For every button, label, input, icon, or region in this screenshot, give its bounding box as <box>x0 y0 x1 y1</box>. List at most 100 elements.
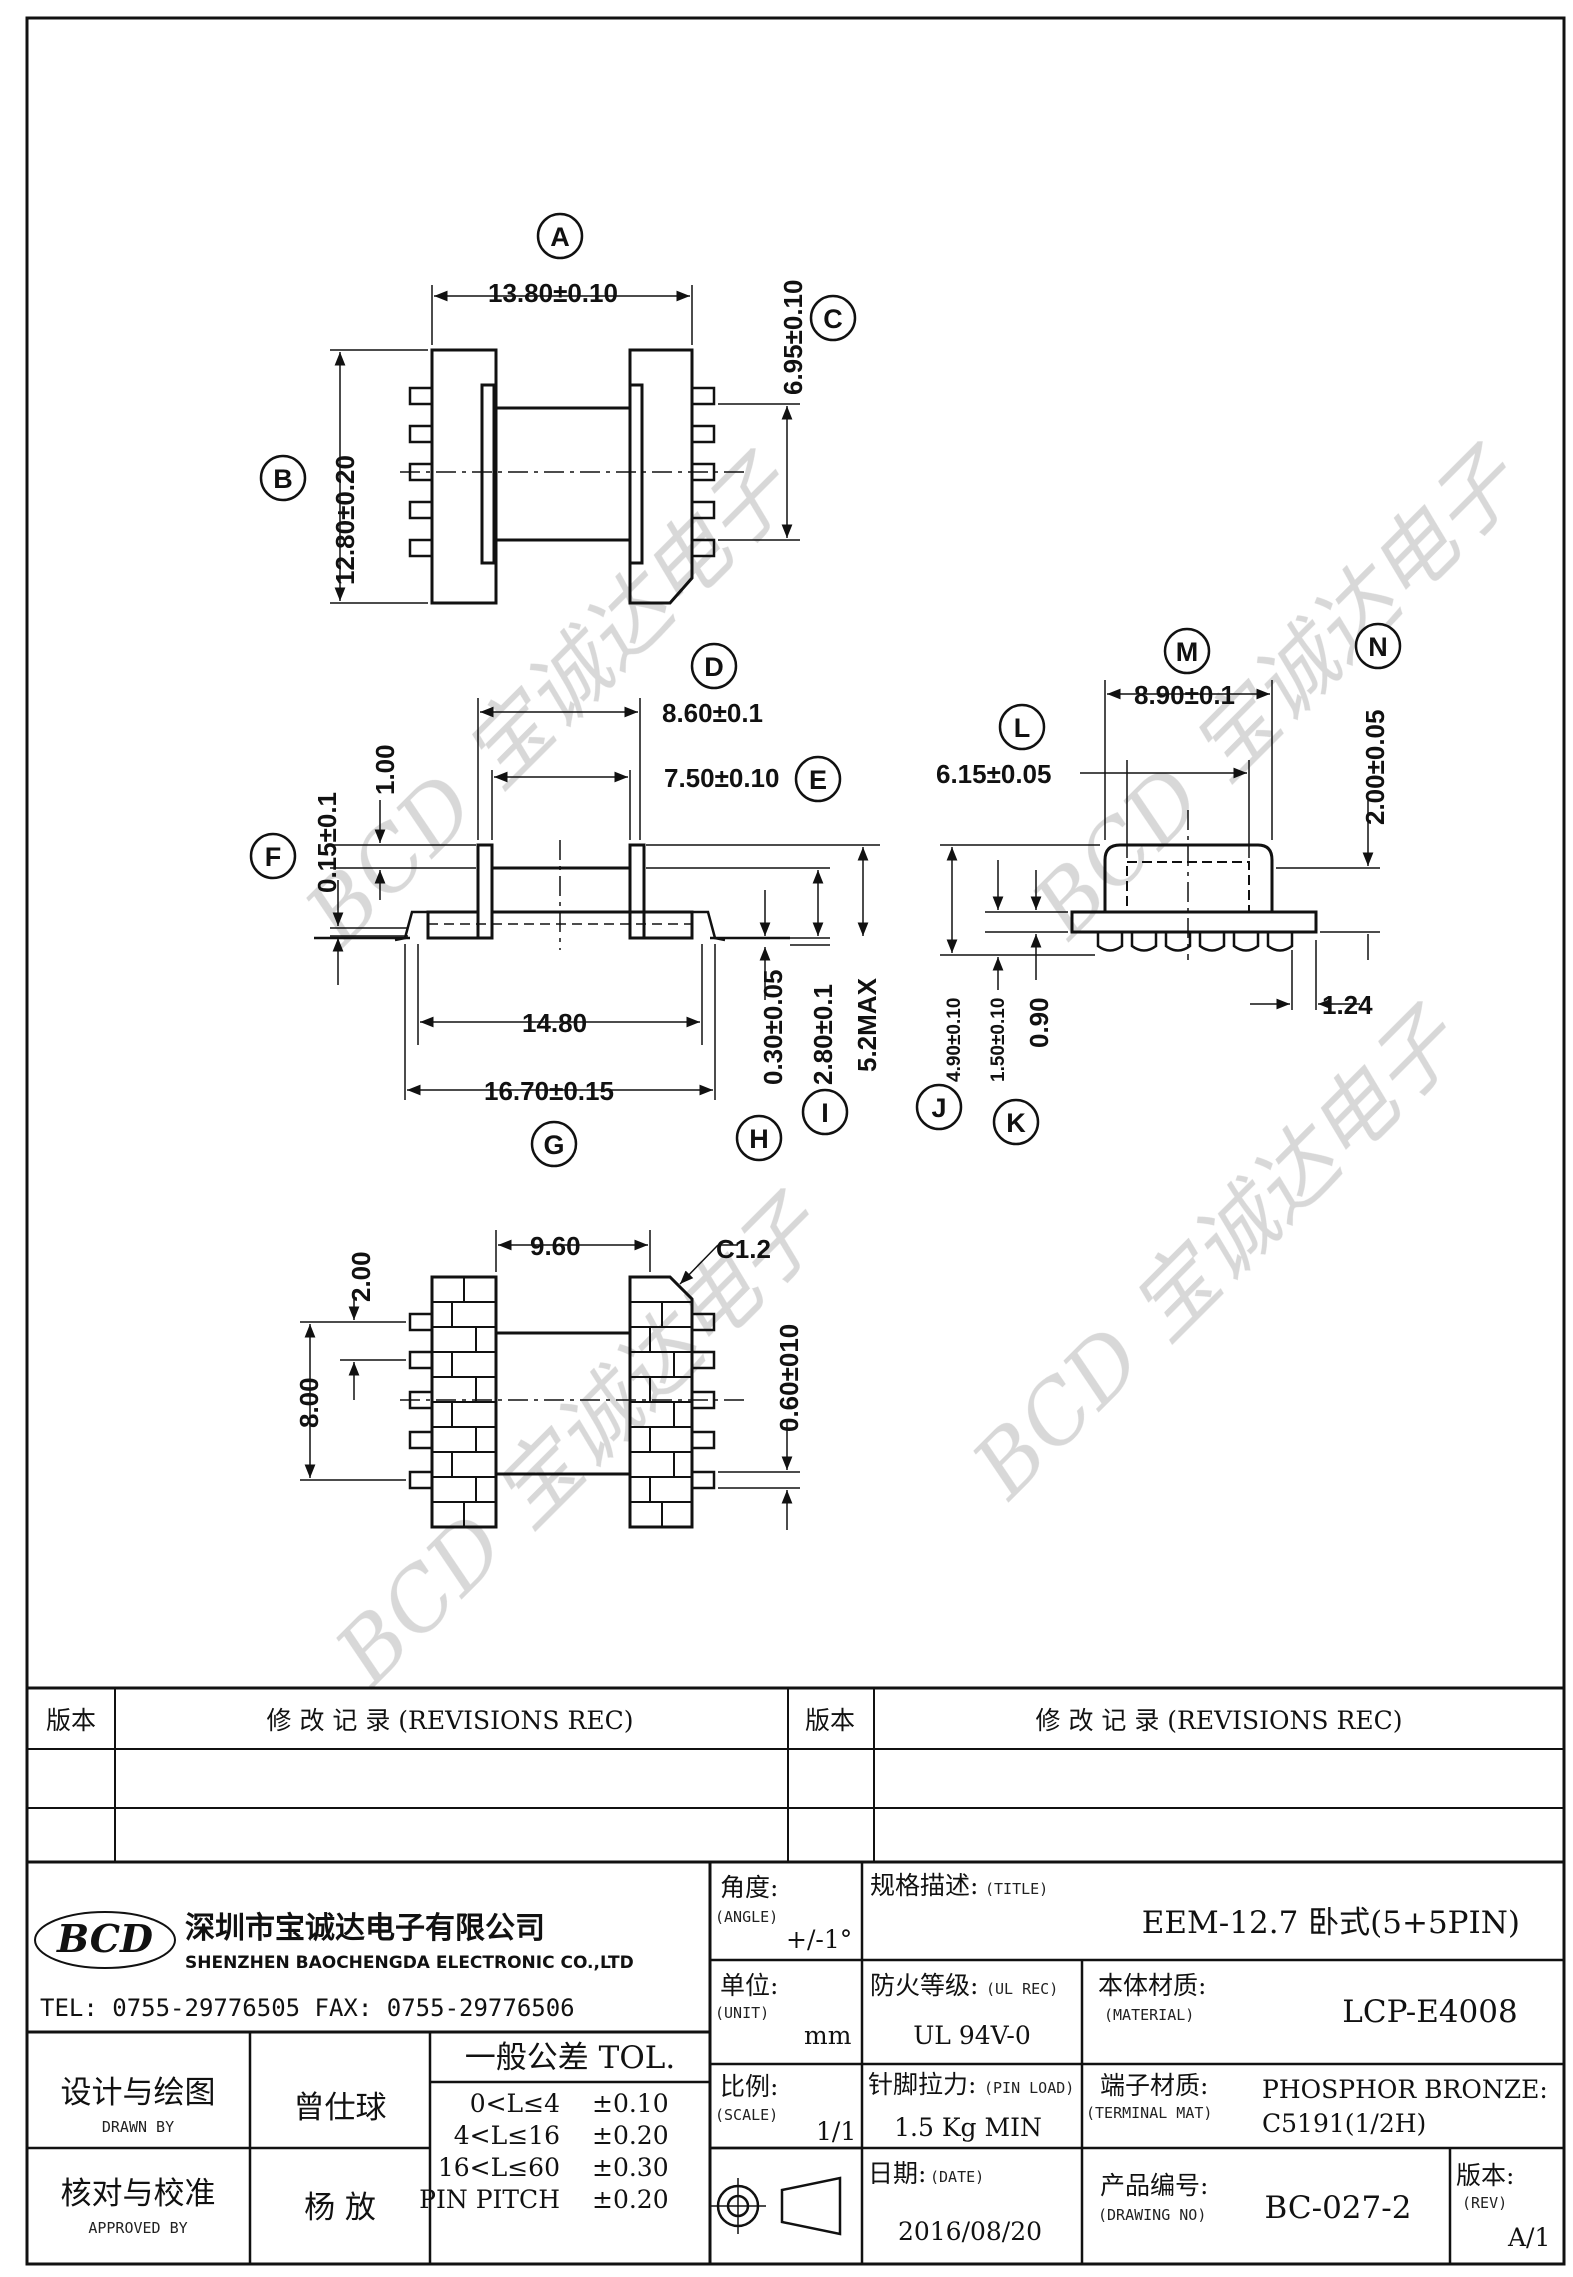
top-view <box>330 285 800 605</box>
company-name-en: SHENZHEN BAOCHENGDA ELECTRONIC CO.,LTD <box>185 1953 634 1973</box>
ul-value: UL 94V-0 <box>913 2021 1031 2050</box>
svg-text:BCD 宝诚达电子: BCD 宝诚达电子 <box>953 989 1481 1517</box>
svg-text:G: G <box>543 1130 564 1160</box>
watermark: BCD 宝诚达电子 BCD 宝诚达电子 BCD 宝诚达电子 BCD 宝诚达电子 <box>286 429 1541 1704</box>
svg-text:A: A <box>550 222 570 252</box>
label-a: A <box>536 212 584 260</box>
scale-en: (SCALE) <box>715 2106 778 2124</box>
drawing-no-en: (DRAWING NO) <box>1098 2206 1206 2224</box>
label-n: N <box>1354 622 1402 670</box>
svg-text:4<L≤16: 4<L≤16 <box>454 2121 560 2150</box>
material-en: (MATERIAL) <box>1104 2006 1194 2024</box>
dim-g: 16.70±0.15 <box>484 1076 614 1106</box>
dim-n2: 1.24 <box>1322 990 1373 1020</box>
rev-header-rec-left: 修 改 记 录 (REVISIONS REC) <box>267 1706 634 1735</box>
label-h: H <box>735 1114 783 1162</box>
terminal-value-1: PHOSPHOR BRONZE: <box>1262 2075 1548 2104</box>
svg-text:PIN PITCH: PIN PITCH <box>419 2185 560 2214</box>
drawn-label: 设计与绘图 <box>61 2075 216 2111</box>
label-m: M <box>1163 627 1211 675</box>
title-label: 规格描述: <box>870 1871 978 1900</box>
drawn-value: 曾仕球 <box>294 2090 387 2126</box>
revision-table <box>27 1686 1564 1864</box>
dim-k2: 0.90 <box>1024 997 1054 1048</box>
angle-en: (ANGLE) <box>715 1908 778 1926</box>
rev-header-ver-left: 版本 <box>46 1706 96 1735</box>
dim-h: 0.30±0.05 <box>758 970 788 1085</box>
angle-label: 角度: <box>720 1873 778 1902</box>
sheet-border <box>25 16 1566 2266</box>
svg-text:BCD: BCD <box>56 1916 153 1961</box>
unit-label: 单位: <box>720 1971 778 2000</box>
approved-value: 杨 放 <box>304 2190 376 2226</box>
pin-load-en: (PIN LOAD) <box>984 2079 1074 2097</box>
terminal-label: 端子材质: <box>1100 2071 1208 2100</box>
dim-bot-pin: 0.60±010 <box>774 1324 804 1432</box>
dim-a: 13.80±0.10 <box>488 278 618 308</box>
svg-text:E: E <box>809 765 827 795</box>
angle-value: +/-1° <box>786 1925 852 1954</box>
svg-text:±0.20: ±0.20 <box>592 2185 669 2214</box>
unit-en: (UNIT) <box>715 2004 769 2022</box>
front-view <box>314 698 880 1100</box>
dim-g-inner: 14.80 <box>522 1008 587 1038</box>
label-k: K <box>992 1098 1040 1146</box>
company-logo: BCD <box>34 1911 176 1969</box>
label-l: L <box>998 703 1046 751</box>
svg-text:±0.20: ±0.20 <box>592 2121 669 2150</box>
svg-text:I: I <box>821 1098 829 1128</box>
svg-text:M: M <box>1176 637 1199 667</box>
unit-value: mm <box>804 2021 852 2050</box>
rev-header-ver-right: 版本 <box>805 1706 855 1735</box>
date-value: 2016/08/20 <box>898 2217 1042 2246</box>
approved-en: APPROVED BY <box>88 2219 187 2237</box>
svg-text:16<L≤60: 16<L≤60 <box>438 2153 560 2182</box>
svg-text:B: B <box>273 464 293 494</box>
dim-i-max: 5.2MAX <box>852 977 882 1072</box>
drawing-no-value: BC-027-2 <box>1265 2190 1412 2226</box>
side-view <box>940 680 1380 1010</box>
dim-f: 0.15±0.1 <box>312 792 342 893</box>
svg-text:K: K <box>1006 1108 1026 1138</box>
dim-k: 1.50±0.10 <box>988 998 1009 1082</box>
ul-en: (UL REC) <box>986 1980 1058 1998</box>
svg-text:H: H <box>749 1124 769 1154</box>
rev-header-rec-right: 修 改 记 录 (REVISIONS REC) <box>1036 1706 1403 1735</box>
label-d: D <box>690 642 738 690</box>
svg-text:L: L <box>1014 713 1031 743</box>
terminal-value-2: C5191(1/2H) <box>1262 2109 1426 2138</box>
title-block-grid <box>27 1862 1564 2264</box>
material-value: LCP-E4008 <box>1342 1994 1517 2030</box>
title-en: (TITLE) <box>985 1880 1048 1898</box>
dim-bot-p: 2.00 <box>346 1251 376 1302</box>
scale-label: 比例: <box>720 2072 778 2101</box>
bottom-view <box>300 1230 800 1530</box>
title-value: EEM-12.7 卧式(5+5PIN) <box>1142 1905 1520 1941</box>
label-i: I <box>801 1088 849 1136</box>
date-en: (DATE) <box>930 2168 984 2186</box>
company-name-cn: 深圳市宝诚达电子有限公司 <box>185 1911 545 1946</box>
rev-label: 版本: <box>1456 2161 1514 2190</box>
tolerance-rows: 0<L≤4 ±0.10 4<L≤16 ±0.20 16<L≤60 ±0.30 P… <box>419 2089 668 2214</box>
label-j: J <box>915 1083 963 1131</box>
dim-j: 4.90±0.10 <box>944 998 965 1082</box>
svg-text:C: C <box>823 304 843 334</box>
pin-load-label: 针脚拉力: <box>868 2070 976 2099</box>
dim-bot-w: 9.60 <box>530 1231 581 1261</box>
dim-f-top: 1.00 <box>370 744 400 795</box>
dim-l: 6.15±0.05 <box>936 759 1051 789</box>
svg-text:±0.30: ±0.30 <box>592 2153 669 2182</box>
label-e: E <box>794 755 842 803</box>
dim-d: 8.60±0.1 <box>662 698 763 728</box>
label-b: B <box>259 454 307 502</box>
svg-text:N: N <box>1368 632 1388 662</box>
dim-bot-c: C1.2 <box>716 1234 771 1264</box>
drawing-no-label: 产品编号: <box>1100 2171 1208 2200</box>
dim-c: 6.95±0.10 <box>778 280 808 395</box>
pin-load-value: 1.5 Kg MIN <box>894 2113 1042 2142</box>
rev-value: A/1 <box>1507 2223 1550 2252</box>
company-contact: TEL: 0755-29776505 FAX: 0755-29776506 <box>40 1994 575 2022</box>
date-label: 日期: <box>868 2159 926 2188</box>
dim-b: 12.80±0.20 <box>330 455 360 585</box>
